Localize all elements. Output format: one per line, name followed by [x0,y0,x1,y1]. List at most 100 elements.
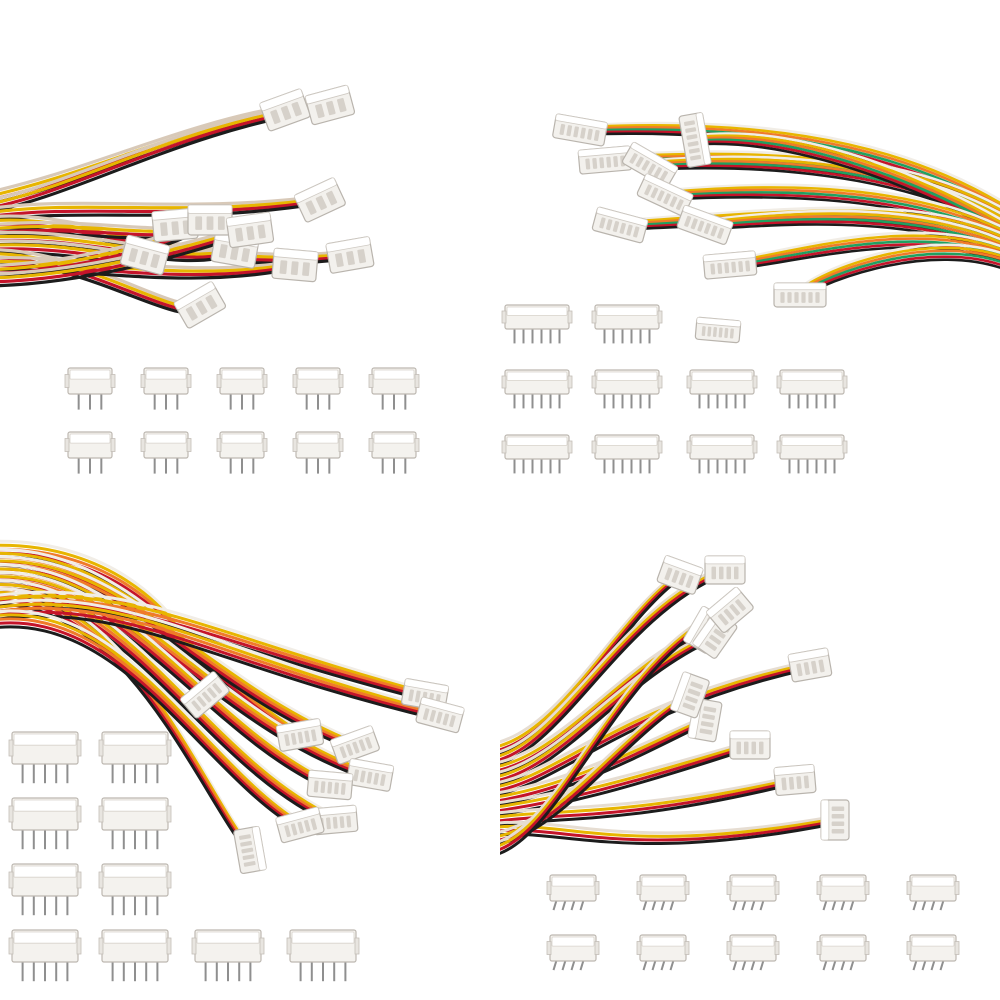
connector-housing [306,769,354,801]
connector-housing [233,825,267,875]
panel-4pin-cables [500,500,1000,1000]
wire-bundle [0,609,302,832]
pcb-header [8,731,82,784]
wire [703,215,1000,247]
wire [663,183,1000,228]
pcb-header [8,797,82,850]
pcb-header [501,434,573,474]
connector-housing [773,282,827,308]
wire [500,774,797,815]
connector-housing [577,145,633,175]
wire [0,579,337,817]
pcb-header [636,934,690,971]
connector-housing [271,247,319,283]
wire [0,230,237,253]
wire [693,132,1000,221]
wire [693,136,1000,227]
wire [578,123,1000,205]
pcb-header [591,434,663,474]
connector-housing [187,204,233,236]
pcb-header [64,431,116,474]
wire [0,259,297,273]
wire [728,231,1000,262]
pcb-header [98,797,172,850]
wire [0,104,287,192]
connector-housing [670,671,710,719]
4pin-photo-illustration [500,555,960,971]
wire [693,134,1000,224]
pcb-header [98,863,172,916]
pcb-header [216,367,268,410]
pcb-header [776,369,848,409]
wire [703,209,1000,241]
pcb-header [368,431,420,474]
connector-housing [225,211,275,249]
panel-5pin-cables [0,500,500,1000]
pcb-header [726,934,780,971]
wire [0,598,442,712]
pcb-header [776,434,848,474]
pcb-header [98,929,172,982]
wire [0,263,297,277]
connector-housing [706,586,754,633]
pcb-header [546,874,600,911]
pcb-header [636,874,690,911]
pcb-header [546,934,600,971]
wire [500,664,812,792]
pcb-header [292,431,344,474]
wire [500,742,752,809]
pcb-header [686,369,758,409]
pcb-header [140,367,192,410]
pcb-header [591,304,663,344]
wire [0,267,297,280]
pcb-header [286,929,360,982]
wire [500,744,752,813]
pcb-header [501,304,573,344]
wire [578,121,1000,202]
connector-housing [151,207,199,243]
connector-housing [676,204,734,245]
wire-bundle [728,231,1000,271]
wire [500,572,682,748]
pcb-header [191,929,265,982]
pcb-header [816,874,870,911]
connector-housing [293,177,346,223]
connector-housing [621,141,679,188]
3pin-photo-illustration [0,84,420,474]
wire [500,629,717,774]
connector-housing [704,555,746,585]
connector-housing [345,758,395,792]
panel-3pin-cables [0,0,500,500]
wire [0,590,427,692]
connector-housing [694,316,742,344]
wire [500,569,682,744]
wire [0,194,322,209]
wire [728,237,1000,266]
pcb-header [591,369,663,409]
wire [0,606,442,717]
pcb-header [8,863,82,916]
connector-housing [591,206,649,244]
pcb-header [292,367,344,410]
wire [578,126,1000,208]
wire [500,604,732,843]
wire [703,212,1000,244]
wire [500,779,797,823]
connector-housing [729,730,771,760]
wire [0,583,337,820]
connector-housing [275,718,325,752]
pcb-header [8,929,82,982]
connector-housing [119,234,171,276]
connector-housing [173,281,227,329]
wire [500,689,692,834]
wire [0,613,302,825]
wire [500,662,812,788]
wire [0,621,302,829]
connector-housing [330,725,380,765]
pcb-header [906,874,960,911]
wire [500,777,797,819]
connector-housing [820,799,850,841]
wire [500,814,837,835]
pcb-header [140,431,192,474]
